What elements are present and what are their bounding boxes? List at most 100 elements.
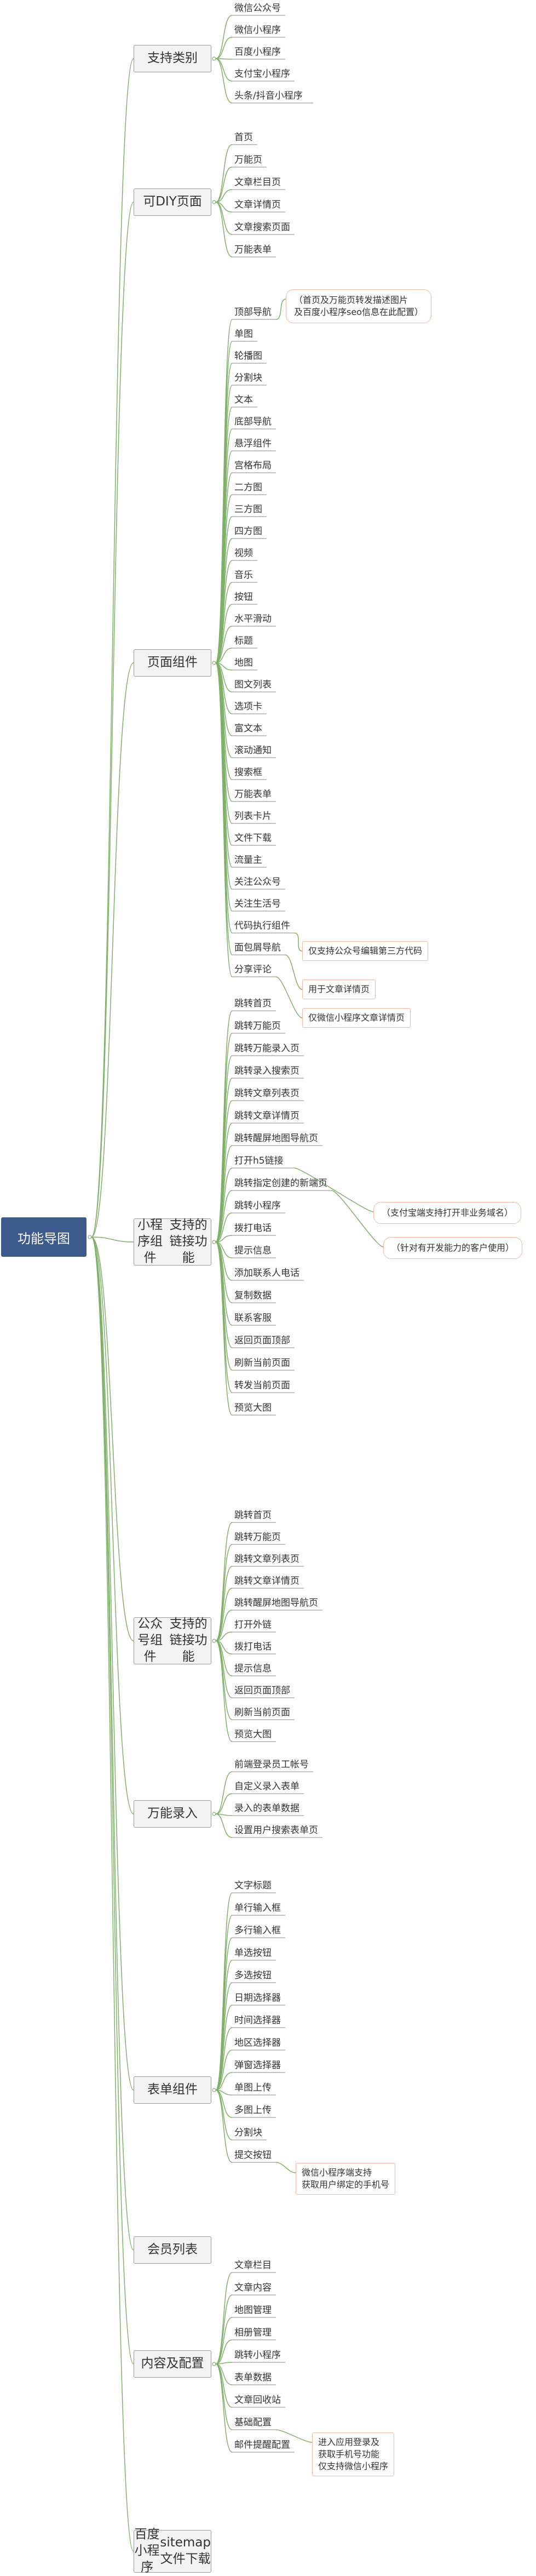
edge-leaf-c0-3 xyxy=(215,58,233,82)
category-dot-c2 xyxy=(212,661,216,665)
category-label-line: 百度小程序 xyxy=(134,2527,160,2574)
edge-leaf-c5-1 xyxy=(215,1793,233,1814)
leaf-c3-11: 提示信息 xyxy=(234,1245,272,1256)
leaf-c3-6: 跳转醒屏地图导航页 xyxy=(234,1133,318,1144)
edge-leaf-c2-12 xyxy=(215,582,233,663)
leaf-c6-3: 单选按钮 xyxy=(234,1948,272,1959)
edge-leaf-c1-1 xyxy=(215,167,233,203)
edge-note-c2-29 xyxy=(285,954,303,990)
leaf-c3-1: 跳转万能页 xyxy=(234,1021,281,1032)
edge-leaf-c1-0 xyxy=(215,144,233,203)
edge-leaf-c8-8 xyxy=(215,2363,233,2453)
leaf-c2-15: 标题 xyxy=(234,636,253,646)
category-label-line: 支持的链接功能 xyxy=(169,1617,208,1664)
edge-leaf-c3-10 xyxy=(215,1235,233,1243)
leaf-c5-2: 录入的表单数据 xyxy=(234,1803,299,1814)
leaf-c3-8: 跳转指定创建的新端页 xyxy=(234,1178,327,1189)
category-node-c8: 内容及配置 xyxy=(134,2350,211,2378)
category-dot-c1 xyxy=(212,200,216,204)
category-label-line: 表单组件 xyxy=(147,2082,198,2097)
note-line: （首页及万能页转发描述图片 xyxy=(294,295,408,305)
note-line: 仅支持微信小程序 xyxy=(318,2461,389,2471)
note-line: （针对有开发能力的客户使用） xyxy=(391,1243,515,1253)
leaf-c6-2: 多行输入框 xyxy=(234,1925,281,1936)
category-node-c6: 表单组件 xyxy=(134,2076,211,2104)
leaf-c4-8: 返回页面顶部 xyxy=(234,1685,290,1696)
category-label-line: 支持的链接功能 xyxy=(169,1218,208,1265)
leaf-c6-5: 日期选择器 xyxy=(234,1993,281,2003)
leaf-c6-12: 提交按钮 xyxy=(234,2150,272,2161)
edge-leaf-c4-3 xyxy=(215,1588,233,1641)
category-node-c7: 会员列表 xyxy=(134,2236,211,2264)
edge-leaf-c4-9 xyxy=(215,1640,233,1720)
leaf-c8-6: 文章回收站 xyxy=(234,2395,281,2406)
edge-leaf-c6-5 xyxy=(215,2005,233,2091)
leaf-c2-5: 底部导航 xyxy=(234,416,272,427)
edge-note-c2-28 xyxy=(294,932,303,952)
category-dot-c5 xyxy=(212,1812,216,1816)
leaf-c6-6: 时间选择器 xyxy=(234,2015,281,2026)
leaf-c6-8: 弹窗选择器 xyxy=(234,2060,281,2071)
category-dot-c6 xyxy=(212,2088,216,2092)
leaf-c2-12: 音乐 xyxy=(234,570,253,581)
edge-leaf-c1-2 xyxy=(215,189,233,203)
note-line: （支付宝端支持打开非业务域名） xyxy=(382,1207,514,1218)
category-label-line: 支持类别 xyxy=(147,51,198,66)
leaf-c2-27: 关注生活号 xyxy=(234,898,281,909)
leaf-c2-24: 文件下载 xyxy=(234,833,272,844)
leaf-c2-8: 二方图 xyxy=(234,482,262,493)
leaf-c4-5: 打开外链 xyxy=(234,1619,272,1630)
category-label-line: 万能录入 xyxy=(147,1806,198,1821)
category-label-line: 小程序组件 xyxy=(137,1218,163,1265)
edge-leaf-c2-13 xyxy=(215,604,233,663)
leaf-c0-3: 支付宝小程序 xyxy=(234,68,290,79)
leaf-c2-10: 四方图 xyxy=(234,526,262,537)
category-dot-c3 xyxy=(212,1240,216,1244)
leaf-c2-14: 水平滑动 xyxy=(234,614,272,625)
leaf-c1-0: 首页 xyxy=(234,132,253,143)
edge-root-c7 xyxy=(91,1237,134,2251)
note-c8-7: 进入应用登录及获取手机号功能仅支持微信小程序 xyxy=(312,2432,395,2476)
edge-leaf-c4-10 xyxy=(215,1640,233,1742)
note-c2-28: 仅支持公众号编辑第三方代码 xyxy=(302,941,429,961)
leaf-c2-1: 单图 xyxy=(234,329,253,340)
leaf-c1-2: 文章栏目页 xyxy=(234,177,281,188)
leaf-c3-10: 拨打电话 xyxy=(234,1223,272,1234)
edge-root-c8 xyxy=(91,1237,134,2365)
leaf-c2-30: 分享评论 xyxy=(234,964,272,975)
leaf-c5-1: 自定义录入表单 xyxy=(234,1781,299,1792)
edge-leaf-c4-5 xyxy=(215,1632,233,1641)
leaf-c2-4: 文本 xyxy=(234,394,253,405)
leaf-c6-7: 地区选择器 xyxy=(234,2037,281,2048)
leaf-c0-0: 微信公众号 xyxy=(234,3,281,14)
leaf-c2-3: 分割块 xyxy=(234,373,262,383)
edge-leaf-c0-4 xyxy=(215,58,233,104)
note-line: 微信小程序端支持 xyxy=(302,2167,372,2178)
leaf-c2-6: 悬浮组件 xyxy=(234,438,272,449)
leaf-c6-1: 单行输入框 xyxy=(234,1903,281,1914)
leaf-c2-29: 面包屑导航 xyxy=(234,942,281,953)
leaf-c4-6: 拨打电话 xyxy=(234,1641,272,1652)
category-label-line: 内容及配置 xyxy=(141,2356,204,2371)
category-node-c2: 页面组件 xyxy=(134,649,211,677)
edge-leaf-c2-14 xyxy=(215,626,233,663)
edge-note-c3-7 xyxy=(294,1167,374,1212)
category-label-line: 公众号组件 xyxy=(137,1617,163,1664)
leaf-c3-9: 跳转小程序 xyxy=(234,1200,281,1211)
edge-leaf-c6-6 xyxy=(215,2027,233,2091)
edge-root-c3 xyxy=(91,1237,134,1243)
leaf-c2-17: 图文列表 xyxy=(234,679,272,690)
edge-leaf-c3-18 xyxy=(215,1241,233,1416)
leaf-c0-1: 微信小程序 xyxy=(234,25,281,36)
leaf-c0-2: 百度小程序 xyxy=(234,47,281,58)
leaf-c6-10: 多图上传 xyxy=(234,2105,272,2116)
leaf-c2-20: 滚动通知 xyxy=(234,745,272,756)
category-dot-c4 xyxy=(212,1639,216,1643)
leaf-c8-1: 文章内容 xyxy=(234,2282,272,2293)
category-node-c0: 支持类别 xyxy=(134,45,211,72)
leaf-c4-7: 提示信息 xyxy=(234,1663,272,1674)
category-node-c4: 公众号组件支持的链接功能 xyxy=(134,1617,211,1664)
edge-leaf-c4-4 xyxy=(215,1610,233,1641)
leaf-c6-4: 多选按钮 xyxy=(234,1970,272,1981)
